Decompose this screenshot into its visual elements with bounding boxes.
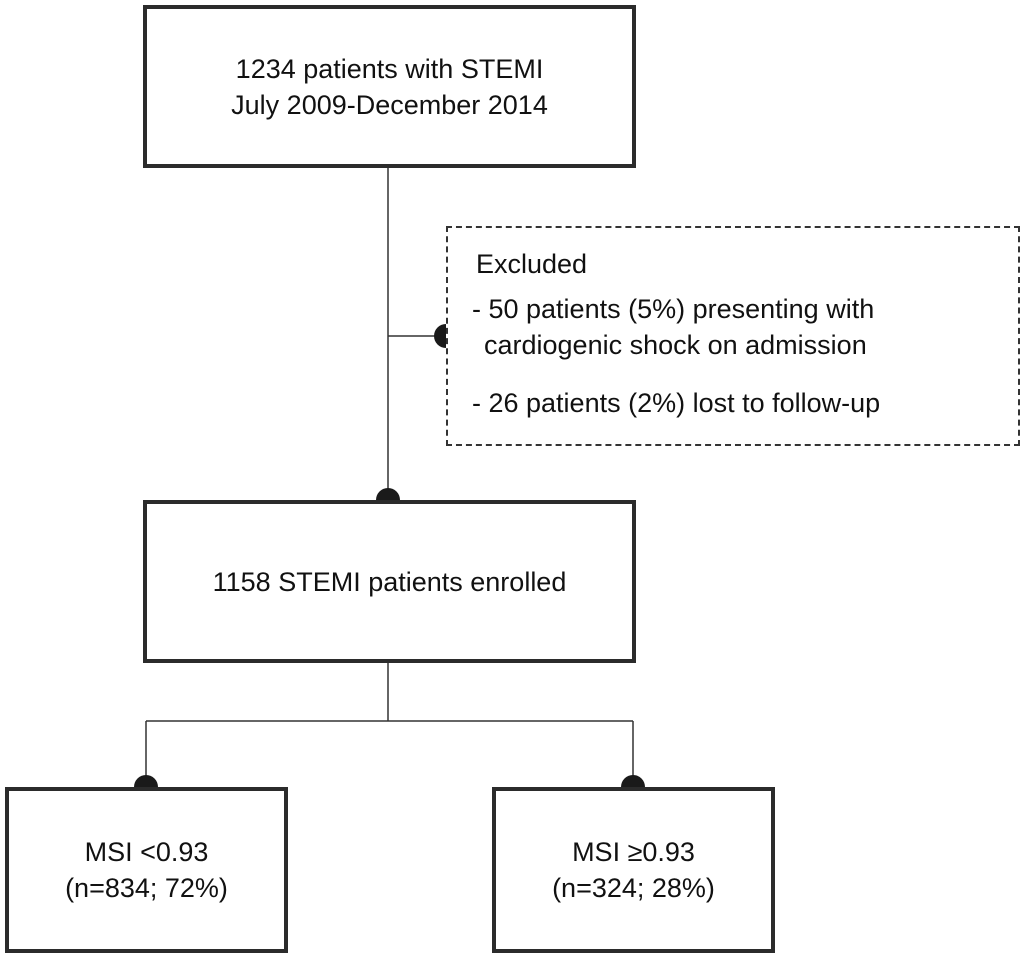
box-msi-low-line1: MSI <0.93 [84, 837, 209, 867]
box-msi-high-line1: MSI ≥0.93 [572, 837, 695, 867]
box-enrolled-text: 1158 STEMI patients enrolled [212, 566, 567, 597]
excluded-title: Excluded [476, 249, 588, 279]
excluded-item-shock: - 50 patients (5%) presenting with cardi… [472, 291, 874, 363]
box-top-line1: 1234 patients with STEMI [235, 53, 544, 84]
box-all-stemi-patients: 1234 patients with STEMI July 2009-Decem… [143, 5, 636, 168]
excluded-item-lost-followup: - 26 patients (2%) lost to follow-up [472, 388, 881, 418]
excluded-item-shock-line1: - 50 patients (5%) presenting with [472, 294, 875, 324]
box-msi-high-line2: (n=324; 28%) [552, 873, 715, 903]
box-msi-low-line2: (n=834; 72%) [65, 873, 228, 903]
box-msi-high: MSI ≥0.93 (n=324; 28%) [492, 787, 775, 953]
box-excluded: Excluded - 50 patients (5%) presenting w… [446, 226, 1020, 446]
excluded-item-shock-line2: cardiogenic shock on admission [484, 330, 867, 360]
box-msi-low: MSI <0.93 (n=834; 72%) [5, 787, 288, 953]
box-enrolled: 1158 STEMI patients enrolled [143, 500, 636, 663]
box-top-line2: July 2009-December 2014 [231, 89, 548, 120]
